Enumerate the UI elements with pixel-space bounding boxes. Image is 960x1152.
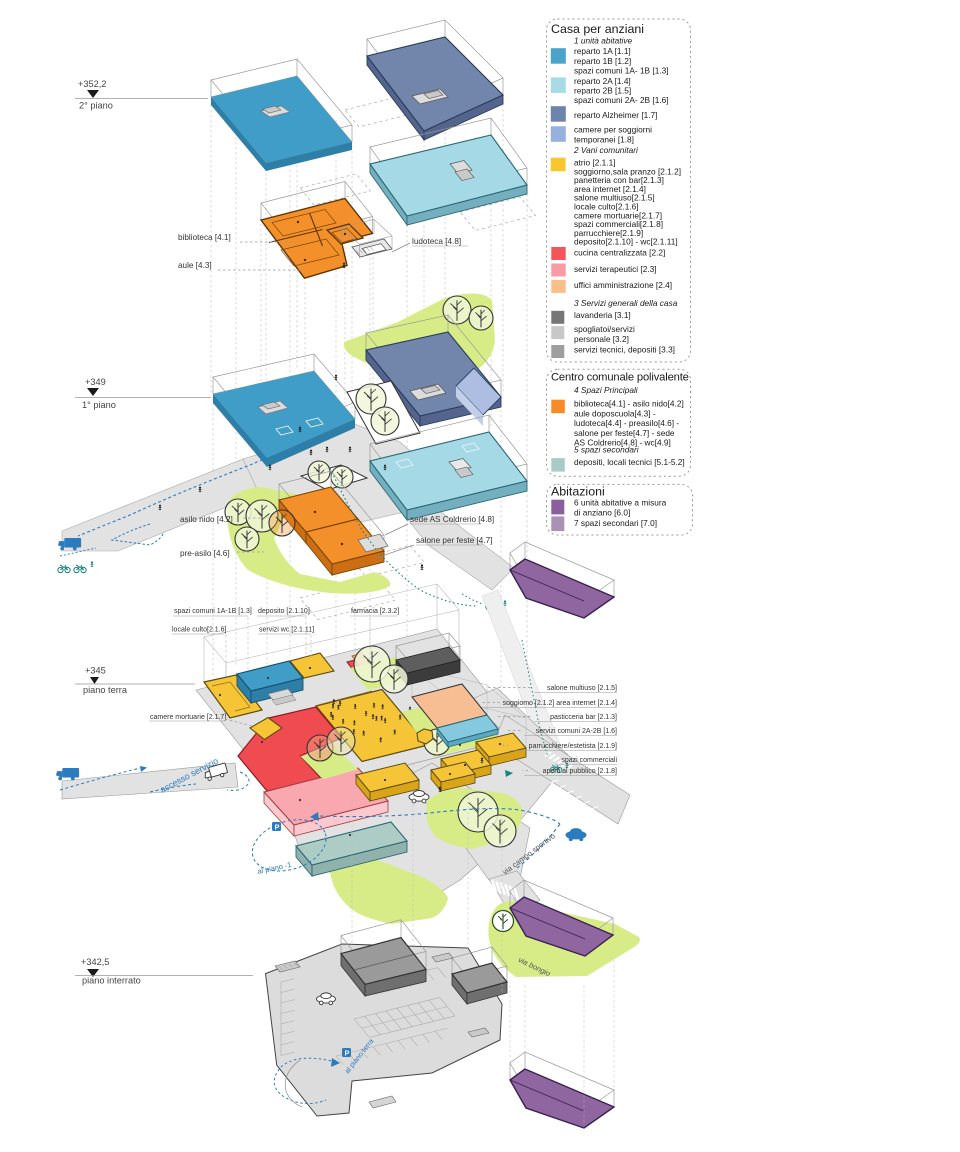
svg-text:AS Coldrerio[4.8] - wc[4.9]: AS Coldrerio[4.8] - wc[4.9] [574,438,671,448]
svg-text:reparto 1A [1.1]: reparto 1A [1.1] [574,46,631,56]
svg-text:salone multiuso [2.1.5]: salone multiuso [2.1.5] [547,685,617,692]
svg-text:di anziano [6.0]: di anziano [6.0] [574,508,630,518]
svg-text:salone multiuso[2.1.5]: salone multiuso[2.1.5] [574,193,655,203]
svg-text:Centro comunale polivalente: Centro comunale polivalente [551,371,689,383]
svg-text:4 Spazi Principali: 4 Spazi Principali [574,385,639,395]
svg-text:2° piano: 2° piano [79,101,113,111]
svg-text:servizi comuni 2A-2B [1.6]: servizi comuni 2A-2B [1.6] [536,728,617,735]
svg-text:salone per feste [4.7]: salone per feste [4.7] [416,536,492,545]
svg-text:ludoteca [4.8]: ludoteca [4.8] [412,237,461,246]
svg-text:+342,5: +342,5 [81,957,109,967]
svg-text:+345: +345 [85,666,106,676]
svg-text:reparto 2B [1.5]: reparto 2B [1.5] [574,85,631,95]
svg-text:reparto Alzheimer [1.7]: reparto Alzheimer [1.7] [574,110,657,120]
svg-text:P: P [345,1049,350,1058]
svg-text:1° piano: 1° piano [82,400,116,410]
svg-text:3 Servizi generali della casa: 3 Servizi generali della casa [574,298,678,308]
svg-text:ludoteca[4.4] - preasilo[4.6]: ludoteca[4.4] - preasilo[4.6] - [574,418,679,428]
svg-text:sede AS Coldrerio [4.8]: sede AS Coldrerio [4.8] [410,515,494,524]
svg-text:deposito[2.1.10] - wc[2.1.11]: deposito[2.1.10] - wc[2.1.11] [574,237,678,247]
svg-text:camere mortuarie [2.1.7]: camere mortuarie [2.1.7] [150,714,226,721]
svg-text:salone per feste[4.7] - sede: salone per feste[4.7] - sede [574,428,675,438]
svg-text:servizi tecnici, depositi [3.3: servizi tecnici, depositi [3.3] [574,345,675,355]
svg-text:pasticceria bar [2.1.3]: pasticceria bar [2.1.3] [550,714,617,721]
svg-text:personale [3.2]: personale [3.2] [574,334,629,344]
svg-text:farmacia [2.3.2]: farmacia [2.3.2] [351,608,399,615]
svg-text:biblioteca[4.1] - asilo nido[4: biblioteca[4.1] - asilo nido[4.2] [574,399,684,409]
svg-text:depositi, locali tecnici [5.1-: depositi, locali tecnici [5.1-5.2] [574,457,685,467]
svg-text:locale culto[2.1.6]: locale culto[2.1.6] [574,202,639,212]
svg-text:Casa per anziani: Casa per anziani [551,22,644,36]
svg-text:parrucchiere[2.1.9]: parrucchiere[2.1.9] [574,228,643,238]
svg-text:reparto 2A [1.4]: reparto 2A [1.4] [574,76,631,86]
svg-text:aule [4.3]: aule [4.3] [178,261,212,270]
svg-text:spazi comuni 2A- 2B [1.6]: spazi comuni 2A- 2B [1.6] [574,95,669,105]
svg-text:+352,2: +352,2 [78,79,106,89]
svg-text:6 unità abitative a misura: 6 unità abitative a misura [574,497,667,507]
svg-text:deposito [2.1.10]: deposito [2.1.10] [258,608,310,615]
svg-text:piano interrato: piano interrato [82,976,141,986]
svg-text:pre-asilo [4.6]: pre-asilo [4.6] [180,549,230,558]
svg-text:panetteria con bar[2.1.3]: panetteria con bar[2.1.3] [574,175,664,185]
svg-text:locale culto[2.1.6]: locale culto[2.1.6] [172,627,227,634]
svg-text:spazi commerciali: spazi commerciali [561,757,617,764]
svg-text:aperti al pubblico [2.1.8]: aperti al pubblico [2.1.8] [543,768,617,775]
svg-text:+349: +349 [85,377,106,387]
svg-text:servizi terapeutici [2.3]: servizi terapeutici [2.3] [574,264,657,274]
svg-text:uffici amministrazione [2.4]: uffici amministrazione [2.4] [574,280,672,290]
svg-text:soggiomo [2.1.2] area internet: soggiomo [2.1.2] area internet [2.1.4] [503,700,617,707]
svg-text:lavanderia [3.1]: lavanderia [3.1] [574,310,631,320]
svg-text:5 spazi secondari: 5 spazi secondari [574,445,640,455]
svg-text:spazi commerciali[2.1.8]: spazi commerciali[2.1.8] [574,219,663,229]
svg-text:servizi wc [2.1.11]: servizi wc [2.1.11] [259,627,314,634]
svg-text:soggiorno,sala pranzo [2.1.2]: soggiorno,sala pranzo [2.1.2] [574,166,681,176]
svg-text:cucina centralizzata [2.2]: cucina centralizzata [2.2] [574,247,665,257]
svg-text:aule doposcuola[4.3] -: aule doposcuola[4.3] - [574,408,656,418]
svg-text:2 Vani comunitari: 2 Vani comunitari [573,145,639,155]
svg-text:piano terra: piano terra [83,685,128,695]
svg-text:parrucchiere/estetista [2.1.9]: parrucchiere/estetista [2.1.9] [529,743,617,750]
svg-text:spazi comuni 1A- 1B [1.3]: spazi comuni 1A- 1B [1.3] [574,66,669,76]
svg-text:camere mortuarie[2.1.7]: camere mortuarie[2.1.7] [574,210,662,220]
svg-text:temporanei [1.8]: temporanei [1.8] [574,134,634,144]
svg-text:Abitazioni: Abitazioni [551,485,605,499]
svg-text:reparto 1B [1.2]: reparto 1B [1.2] [574,56,631,66]
svg-text:atrio [2.1.1]: atrio [2.1.1] [574,158,616,168]
svg-text:camere per soggiorni: camere per soggiorni [574,125,652,135]
svg-text:asilo nido [4.2]: asilo nido [4.2] [180,515,233,524]
svg-text:P: P [275,823,280,832]
svg-text:7 spazi secondari [7.0]: 7 spazi secondari [7.0] [574,518,657,528]
svg-text:1 unità abitative: 1 unità abitative [574,36,633,46]
svg-text:biblioteca [4.1]: biblioteca [4.1] [178,233,231,242]
svg-text:spazi comuni 1A-1B [1.3]: spazi comuni 1A-1B [1.3] [174,608,252,615]
svg-text:area internet [2.1.4]: area internet [2.1.4] [574,184,646,194]
svg-text:spogliatoi/servizi: spogliatoi/servizi [574,324,635,334]
